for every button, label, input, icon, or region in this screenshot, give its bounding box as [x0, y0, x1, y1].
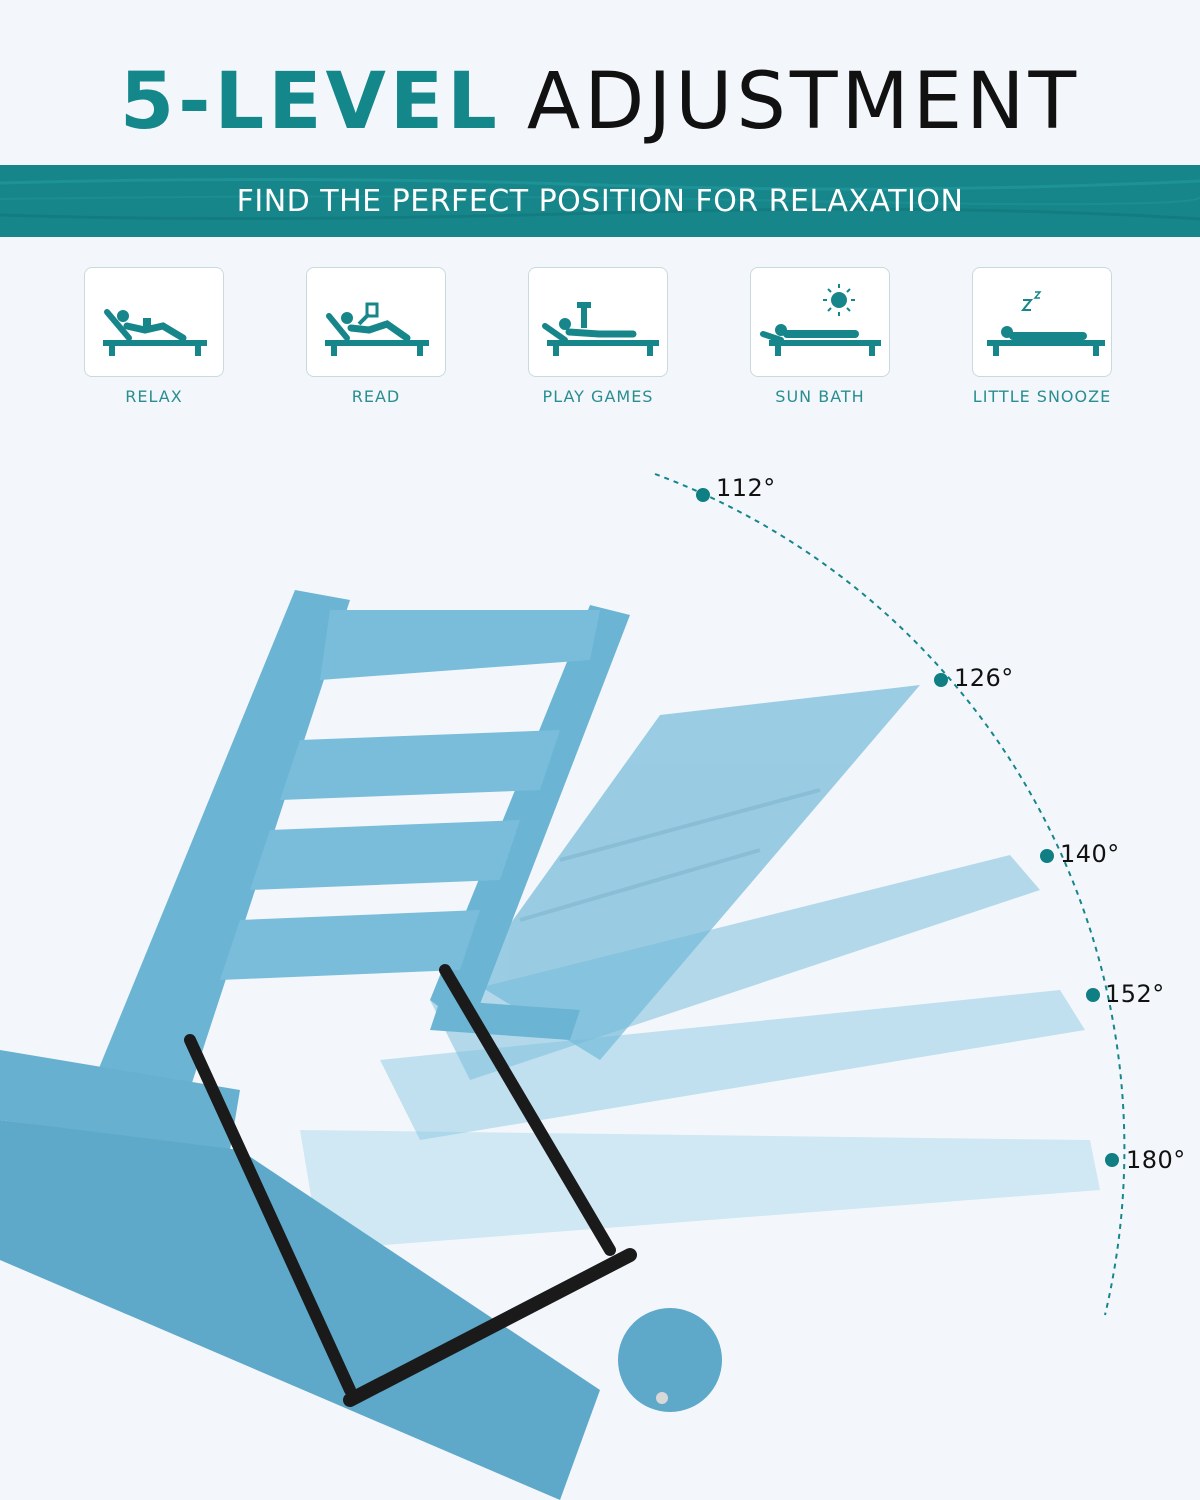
activity-label: READ — [351, 387, 401, 406]
angle-label-112: 112° — [716, 474, 776, 502]
activity-card — [306, 267, 446, 377]
activity-label: PLAY GAMES — [542, 387, 654, 406]
angle-dot-112 — [696, 488, 710, 502]
activity-card — [528, 267, 668, 377]
chair-backrest — [90, 590, 630, 1150]
angle-label-180: 180° — [1126, 1146, 1186, 1174]
angle-label-140: 140° — [1060, 840, 1120, 868]
person-reading-icon — [325, 302, 429, 356]
activity-label: RELAX — [125, 387, 183, 406]
chair-support-frame — [184, 964, 637, 1407]
angle-label-152: 152° — [1105, 980, 1165, 1008]
tagline: FIND THE PERFECT POSITION FOR RELAXATION — [236, 183, 964, 219]
chair-wheel — [618, 1308, 722, 1412]
angle-dot-140 — [1040, 849, 1054, 863]
tagline-band: FIND THE PERFECT POSITION FOR RELAXATION — [0, 165, 1200, 237]
activity-card — [84, 267, 224, 377]
activity-label: LITTLE SNOOZE — [972, 387, 1112, 406]
headline: 5-LEVEL ADJUSTMENT — [0, 52, 1200, 152]
headline-rest: ADJUSTMENT — [526, 57, 1081, 147]
ghost-backrest-126 — [470, 685, 920, 1060]
angle-dot-180 — [1105, 1153, 1119, 1167]
person-playing-games-icon — [542, 302, 659, 356]
angle-dot-126 — [934, 673, 948, 687]
angle-dot-152 — [1086, 988, 1100, 1002]
angle-arc — [654, 473, 1126, 1316]
activity-label: SUN BATH — [775, 387, 865, 406]
band-texture — [0, 177, 1200, 221]
angle-label-126: 126° — [954, 664, 1014, 692]
person-sleeping-icon — [987, 291, 1105, 356]
person-sunbathing-icon — [760, 284, 881, 356]
activity-card — [972, 267, 1112, 377]
headline-accent: 5-LEVEL — [119, 57, 501, 147]
chair-seat — [0, 1000, 600, 1500]
activity-card — [750, 267, 890, 377]
person-lounging-icon — [103, 309, 207, 356]
ghost-backrest-152 — [380, 990, 1085, 1140]
ghost-backrest-180 — [300, 1130, 1100, 1250]
